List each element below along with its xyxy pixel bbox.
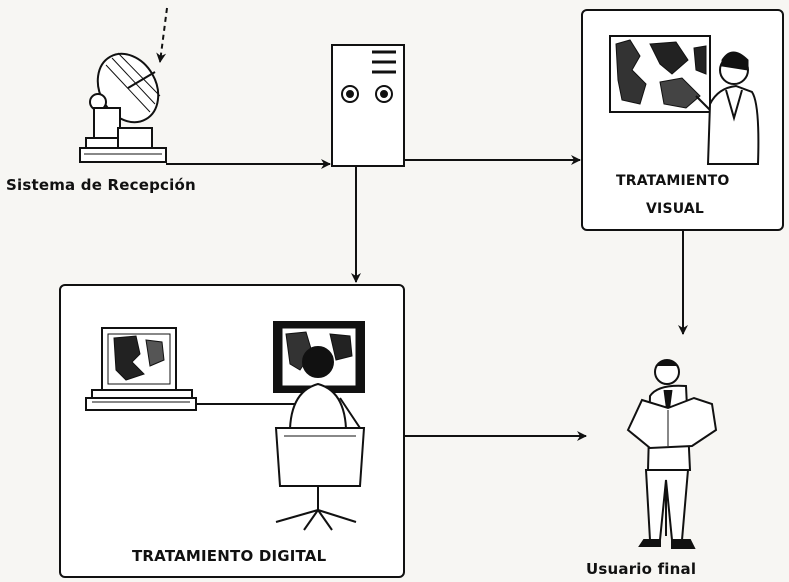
digital-treatment-label: TRATAMIENTO DIGITAL — [132, 547, 327, 565]
computer-tower-icon — [331, 44, 405, 167]
person-reading-map-icon — [626, 359, 718, 549]
satellite-dish-icon — [79, 52, 167, 163]
visual-treatment-label-line2: VISUAL — [646, 201, 705, 217]
reception-system-label: Sistema de Recepción — [6, 176, 196, 194]
desktop-computer-icon — [85, 327, 197, 411]
visual-treatment-label-line1: TRATAMIENTO — [616, 173, 730, 189]
incoming-signal-arrow — [156, 7, 168, 63]
presenter-with-map-icon — [609, 35, 760, 165]
end-user-label: Usuario final — [586, 560, 697, 578]
operator-at-workstation-icon — [273, 321, 366, 531]
